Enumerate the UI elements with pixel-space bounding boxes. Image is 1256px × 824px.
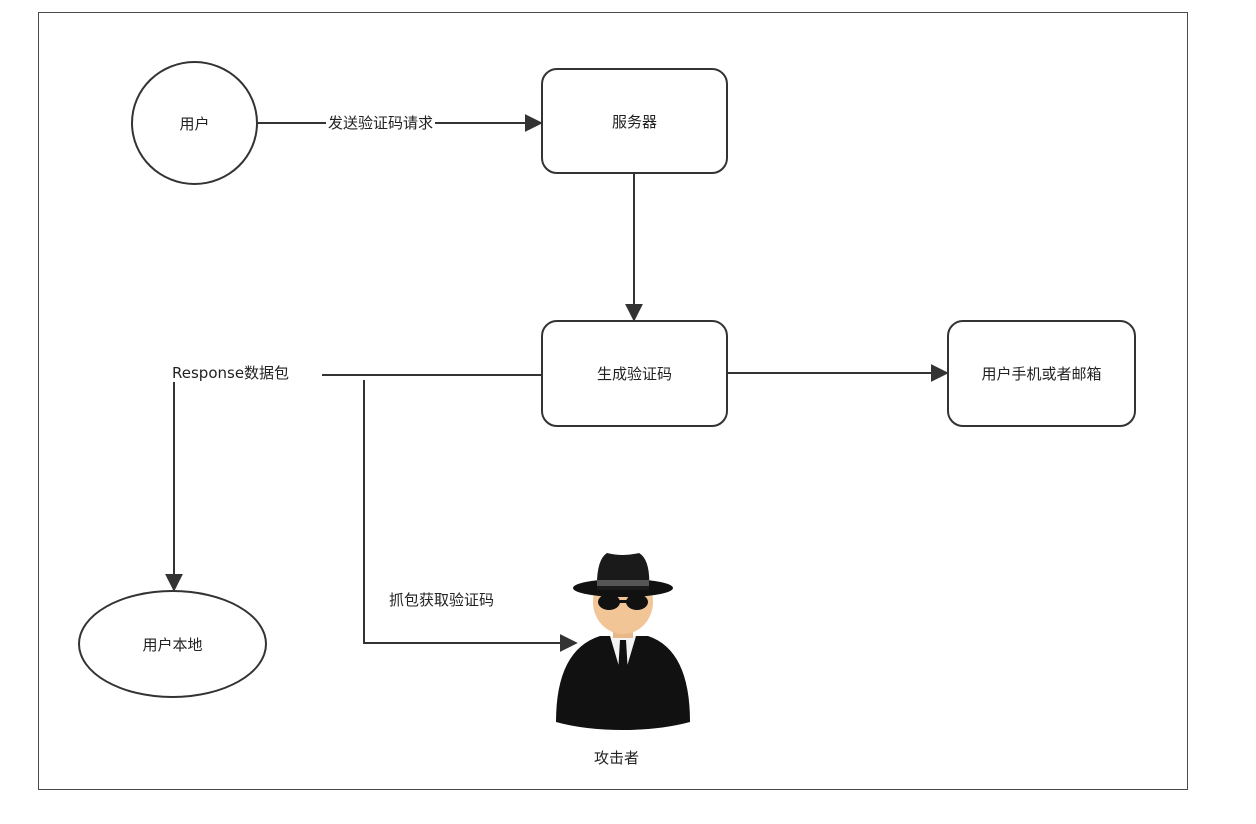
server-node-label: 服务器 [611,112,657,131]
spy-icon [556,553,690,730]
user-local-node: 用户本地 [78,590,267,698]
generate-code-node-label: 生成验证码 [596,365,672,383]
response-packet-label: Response数据包 [172,364,290,382]
user-local-node-label: 用户本地 [142,635,203,654]
user-phone-node-label: 用户手机或者邮箱 [981,365,1102,383]
diagram-frame [38,12,1188,790]
generate-code-node: 生成验证码 [541,320,728,427]
server-node: 服务器 [541,68,728,174]
attacker-label: 攻击者 [594,749,640,767]
send-request-label: 发送验证码请求 [326,114,436,132]
user-phone-node: 用户手机或者邮箱 [947,320,1136,427]
edge-capture-to-attacker [363,380,578,652]
user-node-label: 用户 [179,114,210,133]
capture-code-label: 抓包获取验证码 [389,591,495,609]
user-node: 用户 [131,61,258,185]
